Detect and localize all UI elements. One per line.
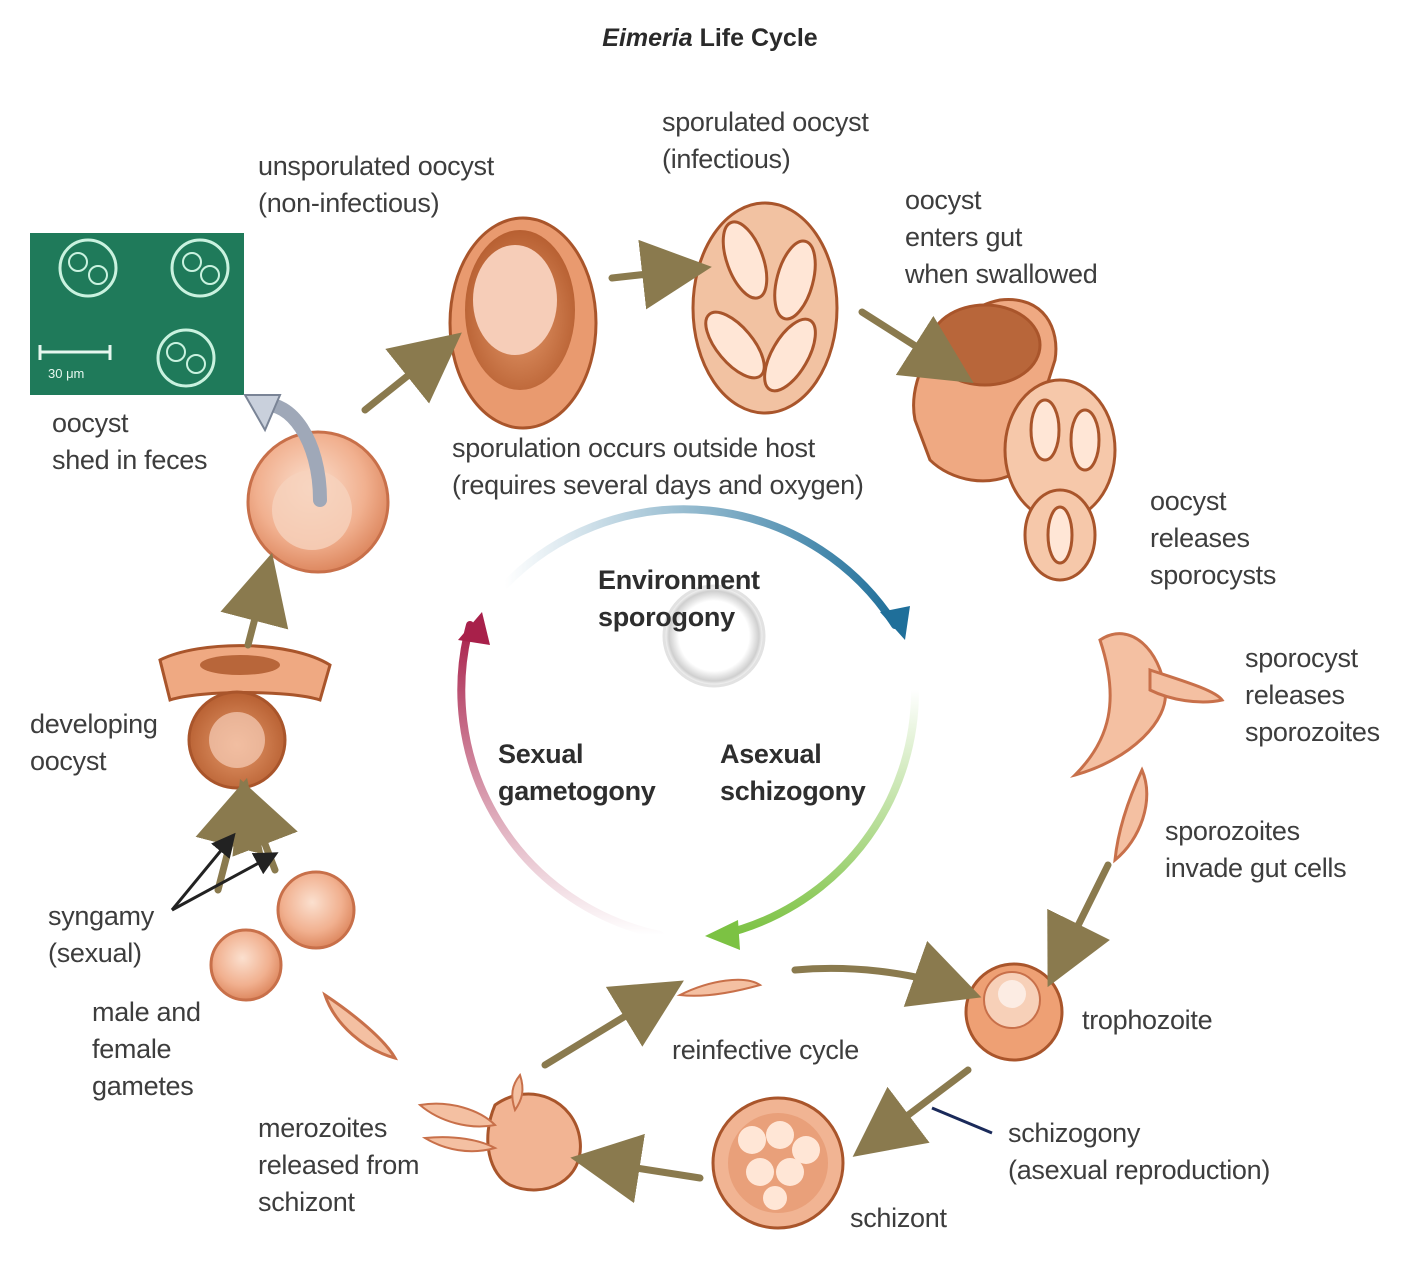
label-oocyst-shed: oocyst shed in feces — [52, 405, 207, 479]
label-gametes: male and female gametes — [92, 994, 201, 1105]
label-developing-oocyst: developing oocyst — [30, 706, 158, 780]
label-asexual-schizogony: Asexual schizogony — [720, 736, 866, 810]
title-italic: Eimeria — [602, 24, 692, 52]
trophozoite-cell — [966, 964, 1062, 1060]
developing-oocyst — [160, 646, 330, 788]
label-sexual-gametogony: Sexual gametogony — [498, 736, 656, 810]
oocyst-entering-gut — [914, 300, 1115, 580]
unsporulated-oocyst — [450, 218, 596, 428]
micrograph-scale-label: 30 μm — [48, 366, 84, 381]
label-oocyst-releases-sporocysts: oocyst releases sporocysts — [1150, 483, 1276, 594]
sporocyst-releasing — [1075, 634, 1222, 775]
label-environment-sporogony: Environment sporogony — [598, 562, 760, 636]
cycle-arc-asexual — [720, 690, 915, 935]
gametes — [211, 872, 395, 1058]
label-sporocyst-releases-sporozoites: sporocyst releases sporozoites — [1245, 640, 1380, 751]
label-reinfective-cycle: reinfective cycle — [672, 1032, 859, 1069]
diagram-title: Eimeria Life Cycle — [560, 24, 860, 53]
sporulated-oocyst — [693, 203, 837, 413]
label-schizont: schizont — [850, 1200, 947, 1237]
schizont-cell — [713, 1098, 843, 1228]
label-unsporulated-oocyst: unsporulated oocyst (non-infectious) — [258, 148, 494, 222]
sporozoite — [1115, 770, 1147, 860]
label-oocyst-enters-gut: oocyst enters gut when swallowed — [905, 182, 1097, 293]
reinfective-merozoite — [680, 980, 760, 996]
label-trophozoite: trophozoite — [1082, 1002, 1212, 1039]
label-syngamy: syngamy (sexual) — [48, 898, 154, 972]
label-merozoites-released: merozoites released from schizont — [258, 1110, 419, 1221]
label-sporozoites-invade: sporozoites invade gut cells — [1165, 813, 1346, 887]
label-sporulated-oocyst: sporulated oocyst (infectious) — [662, 104, 869, 178]
label-sporulation: sporulation occurs outside host (require… — [452, 430, 864, 504]
merozoites-released — [420, 1075, 580, 1190]
label-schizogony: schizogony (asexual reproduction) — [1008, 1115, 1270, 1189]
schizogony-pointer — [932, 1108, 992, 1133]
title-rest: Life Cycle — [693, 24, 818, 52]
oocyst-shed-cell — [245, 395, 388, 572]
